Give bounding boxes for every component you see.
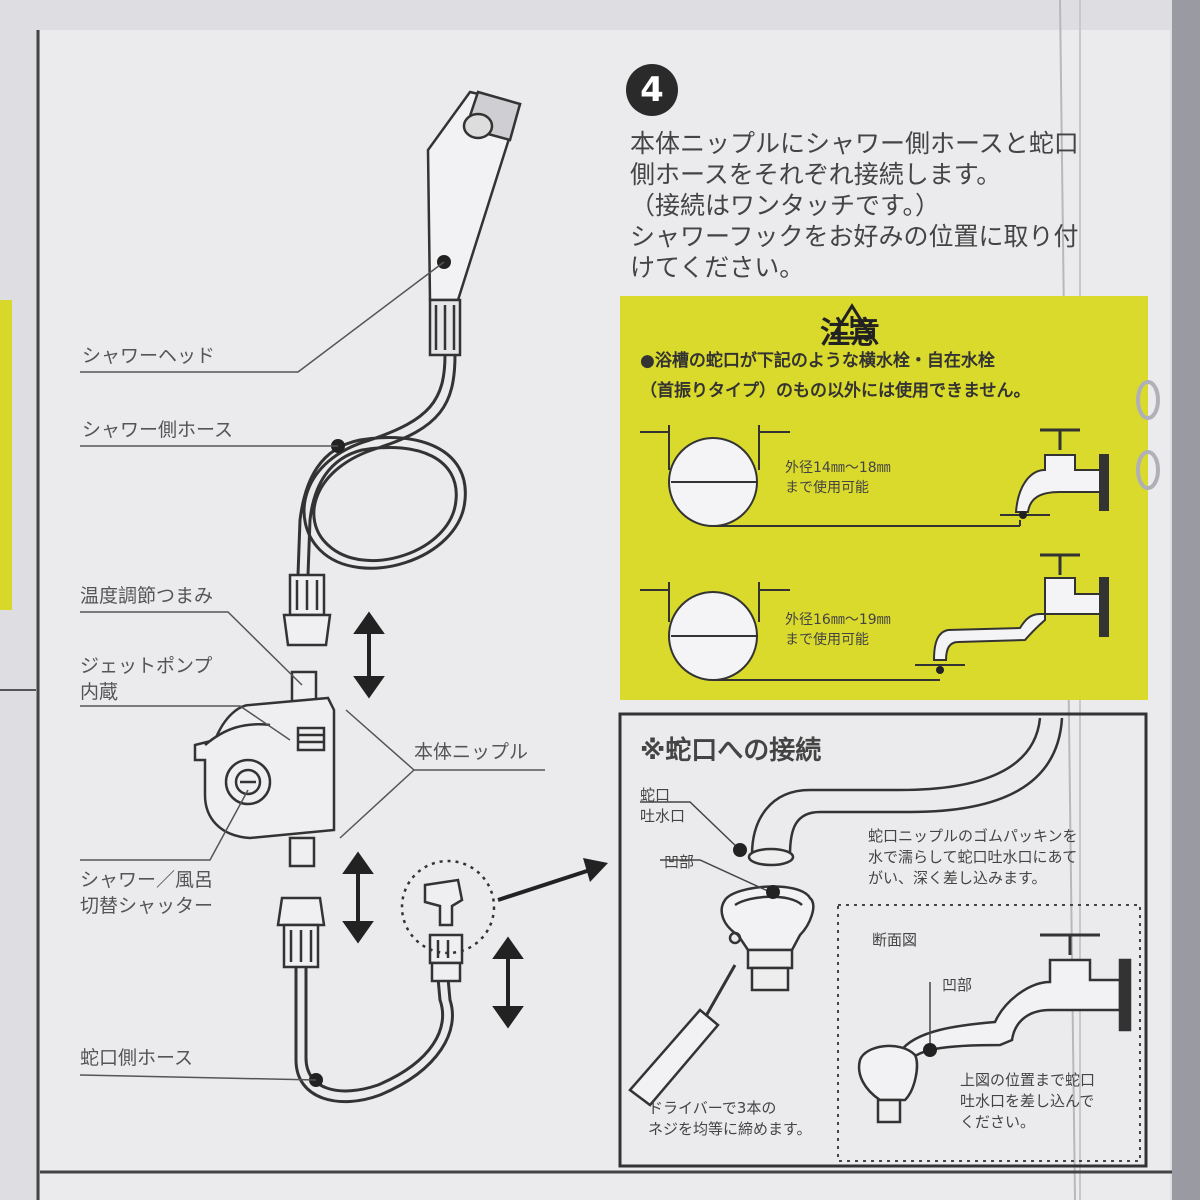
- faucet-nipple-drawing: [423, 878, 464, 983]
- spec-usable: まで使用可能: [785, 632, 869, 648]
- label-shutter-switch: 切替シャッター: [80, 895, 214, 917]
- caution-title: 注意: [820, 316, 880, 351]
- label-section-view: 断面図: [872, 931, 918, 949]
- spec-diameter: 外径16㎜～19㎜: [785, 612, 891, 628]
- note-line: ください。: [960, 1113, 1036, 1131]
- label-recess-section: 凹部: [942, 976, 973, 994]
- caution-text: ●浴槽の蛇口が下記のような横水栓・自在水栓 （首振りタイプ）のもの以外には使用で…: [640, 346, 1140, 406]
- note-line: ネジを均等に締めます。: [648, 1120, 812, 1138]
- spec-faucet-2: 外径16㎜～19㎜ まで使用可能: [785, 610, 891, 650]
- note-line: 吐水口を差し込んで: [960, 1092, 1095, 1110]
- step-instructions: 本体ニップルにシャワー側ホースと蛇口 側ホースをそれぞれ接続します。 （接続はワ…: [630, 128, 1150, 283]
- warning-icon: [829, 303, 875, 340]
- spec-usable: まで使用可能: [785, 480, 869, 496]
- note-line: 水で濡らして蛇口吐水口にあて: [868, 848, 1078, 866]
- outlet-line: 蛇口: [640, 786, 671, 804]
- instruction-line: シャワーフックをお好みの位置に取り付: [630, 222, 1079, 251]
- instruction-line: 本体ニップルにシャワー側ホースと蛇口: [630, 129, 1079, 158]
- caution-line: （首振りタイプ）のもの以外には使用できません。: [640, 381, 1031, 401]
- pump-body-drawing: [193, 670, 336, 868]
- insert-note: 上図の位置まで蛇口 吐水口を差し込んで ください。: [960, 1070, 1095, 1133]
- note-line: 蛇口ニップルのゴムパッキンを: [868, 827, 1078, 845]
- label-jet-pump-built-in: 内蔵: [80, 681, 119, 703]
- instruction-line: 側ホースをそれぞれ接続します。: [630, 160, 1002, 189]
- highlight-circle: [400, 859, 496, 955]
- label-shower-head: シャワーヘッド: [82, 345, 216, 367]
- note-line: ドライバーで3本の: [648, 1099, 777, 1117]
- label-shutter: シャワー／風呂: [80, 869, 214, 891]
- connection-panel: [618, 712, 1148, 1168]
- label-faucet-outlet: 蛇口 吐水口: [640, 785, 685, 827]
- spec-faucet-1: 外径14㎜～18㎜ まで使用可能: [785, 458, 891, 498]
- instruction-line: （接続はワンタッチです。）: [630, 191, 941, 220]
- screw-note: ドライバーで3本の ネジを均等に締めます。: [648, 1098, 812, 1140]
- note-line: 上図の位置まで蛇口: [960, 1071, 1096, 1089]
- note-line: がい、深く差し込みます。: [868, 869, 1047, 887]
- shower-head-drawing: [426, 90, 522, 357]
- label-jet-pump: ジェットポンプ: [80, 655, 213, 677]
- label-recess: 凹部: [664, 853, 695, 871]
- caution-line: ●浴槽の蛇口が下記のような横水栓・自在水栓: [640, 351, 995, 371]
- packing-note: 蛇口ニップルのゴムパッキンを 水で濡らして蛇口吐水口にあて がい、深く差し込みま…: [868, 826, 1078, 889]
- connection-title: ※蛇口への接続: [640, 736, 822, 766]
- arrow-icons: [342, 611, 524, 1029]
- label-faucet-hose: 蛇口側ホース: [80, 1047, 194, 1069]
- step-number-badge: 4: [626, 64, 678, 116]
- label-temp-knob: 温度調節つまみ: [80, 585, 214, 607]
- label-shower-hose: シャワー側ホース: [82, 419, 234, 441]
- outlet-line: 吐水口: [640, 807, 686, 825]
- instruction-line: けてください。: [630, 253, 805, 282]
- label-body-nipple: 本体ニップル: [414, 741, 529, 763]
- shower-hose-drawing: [296, 354, 467, 576]
- spec-diameter: 外径14㎜～18㎜: [785, 460, 891, 476]
